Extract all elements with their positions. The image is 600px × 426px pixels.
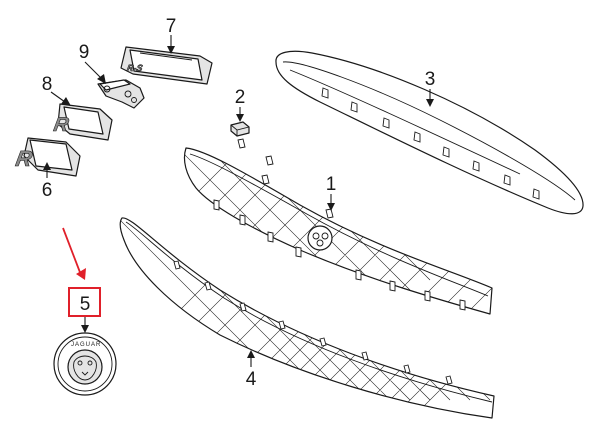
rs-badge: R-S: [120, 46, 213, 85]
highlight-annotation: [62, 227, 101, 317]
badge-bracket: [97, 79, 145, 109]
main-grille-tabs: [213, 138, 466, 311]
r-badge-upper-text: R: [52, 114, 71, 136]
r-badge-lower-text: R: [14, 146, 34, 171]
highlight-arrowhead: [76, 268, 86, 280]
lower-grille-tabs: [173, 260, 453, 385]
highlight-box: [68, 287, 101, 317]
grille-emblem-mount: [307, 225, 333, 251]
callout-1: 1: [326, 174, 337, 195]
callout-9: 9: [79, 42, 90, 63]
callout-4: 4: [246, 369, 257, 390]
r-badge-lower: R: [14, 137, 81, 177]
callout-numbers: 7 9 8 6 2 3 1 4 5: [42, 16, 436, 390]
callout-6: 6: [42, 180, 53, 201]
callout-leaders: [43, 35, 434, 367]
callout-8: 8: [42, 74, 53, 95]
upper-trim-strip: [275, 50, 584, 215]
upper-trim-tabs: [321, 87, 540, 200]
retaining-clip: [230, 121, 250, 137]
emblem-ring-text: JAGUAR: [71, 342, 101, 348]
jaguar-emblem: JAGUAR: [53, 332, 117, 396]
rs-badge-text: R-S: [126, 63, 143, 73]
callout-5: 5: [80, 294, 91, 315]
highlight-arrow-line: [62, 227, 82, 276]
callout-7: 7: [166, 16, 177, 37]
callout-3: 3: [425, 69, 436, 90]
callout-2: 2: [235, 87, 246, 108]
r-badge-upper: R: [52, 103, 113, 141]
